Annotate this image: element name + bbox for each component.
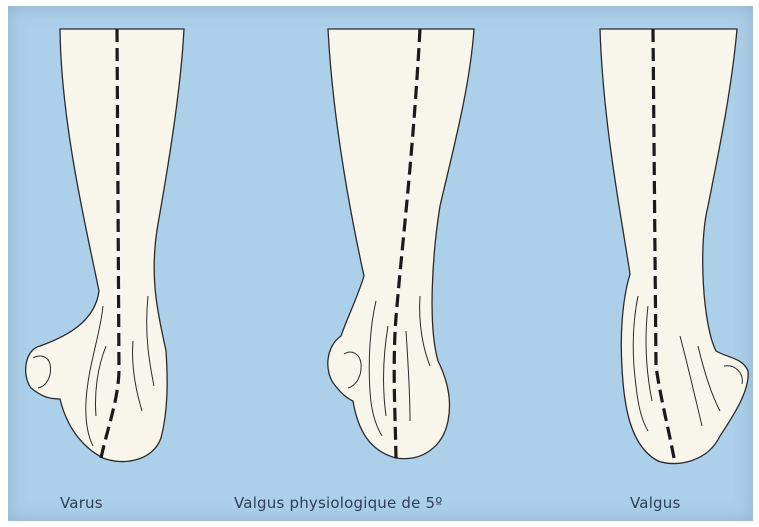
valgus-figure xyxy=(600,29,748,464)
valgus-caption: Valgus xyxy=(630,494,681,512)
physiological-valgus-figure xyxy=(328,29,474,459)
varus-figure xyxy=(26,29,184,462)
physiological-leg-outline xyxy=(328,29,474,459)
varus-caption: Varus xyxy=(60,494,103,512)
physiological-valgus-caption: Valgus physiologique de 5º xyxy=(234,494,443,512)
valgus-leg-outline xyxy=(600,29,748,464)
varus-leg-outline xyxy=(26,29,184,462)
diagram-slide: Varus Valgus physiologique de 5º Valgus xyxy=(8,6,753,521)
feet-diagram xyxy=(8,6,753,521)
